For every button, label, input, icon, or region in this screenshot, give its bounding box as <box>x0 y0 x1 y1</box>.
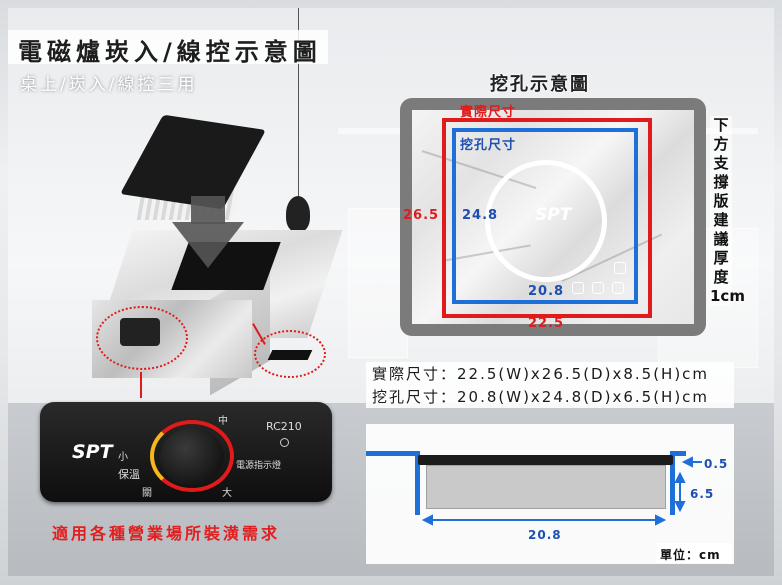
lamp-cord <box>298 8 299 198</box>
spec-cutout: 挖孔尺寸：20.8(W)x24.8(D)x6.5(H)cm <box>372 388 710 406</box>
remote-label-off: 關 <box>142 488 152 499</box>
actual-height-value: 26.5 <box>403 208 440 223</box>
cabinet <box>348 208 408 358</box>
width-value: 20.8 <box>528 528 562 542</box>
page-subtitle: 桌上/崁入/線控三用 <box>20 75 198 95</box>
hob-logo: SPT <box>535 205 572 225</box>
actual-width-value: 22.5 <box>528 316 565 331</box>
cooking-zone-circle <box>485 160 607 282</box>
title-box <box>8 30 328 64</box>
power-indicator-label: 電源指示燈 <box>236 461 282 471</box>
page-title: 電磁爐崁入/線控示意圖 <box>18 38 322 66</box>
power-knob[interactable] <box>160 428 224 486</box>
cutout-size-outline <box>452 128 638 304</box>
cutout-size-label: 挖孔尺寸 <box>460 138 517 153</box>
down-arrow-icon <box>172 222 244 268</box>
cutout-title: 挖孔示意圖 <box>490 74 590 95</box>
actual-size-outline <box>442 118 652 318</box>
spec-actual: 實際尺寸：22.5(W)x26.5(D)x8.5(H)cm <box>372 365 710 383</box>
mini-hob-icon <box>267 350 313 360</box>
countertop-line <box>671 451 686 456</box>
down-arrow-shaft <box>191 196 225 224</box>
power-indicator-icon <box>280 438 289 447</box>
hob-button-icon <box>612 282 624 294</box>
support-board-note: 下方支撐版建議厚度1cm <box>710 116 745 306</box>
board-thickness-value: 0.5 <box>704 457 729 471</box>
unit-label: 單位：cm <box>660 548 721 562</box>
cutout-wall <box>670 451 675 515</box>
hob-button-icon <box>592 282 604 294</box>
pointer-arrow <box>140 372 142 398</box>
depth-value: 6.5 <box>690 487 715 501</box>
hob-button-icon <box>614 262 626 274</box>
remote-logo: SPT <box>72 441 113 463</box>
caption: 適用各種營業場所裝潢需求 <box>52 524 281 543</box>
pendant-lamp <box>286 196 310 232</box>
hob-top-board <box>418 455 673 465</box>
remote-label-keep-warm: 保溫 <box>118 468 140 481</box>
countertop-line <box>366 451 420 456</box>
cutout-height-value: 24.8 <box>462 208 499 223</box>
actual-size-label: 實際尺寸 <box>460 105 517 120</box>
cutout-wall <box>415 451 420 515</box>
hob-button-icon <box>572 282 584 294</box>
spec-box <box>366 362 734 408</box>
unit-box <box>656 543 732 563</box>
remote-highlight-circle <box>254 330 326 378</box>
cutout-width-value: 20.8 <box>528 284 565 299</box>
remote-label-small: 小 <box>118 452 128 463</box>
socket-highlight-circle <box>96 306 188 370</box>
remote-model: RC210 <box>266 420 302 433</box>
remote-label-large: 大 <box>222 488 232 499</box>
knob-dial-ring <box>150 420 234 492</box>
hob-body-section <box>426 465 666 509</box>
remote-label-mid: 中 <box>218 416 228 427</box>
